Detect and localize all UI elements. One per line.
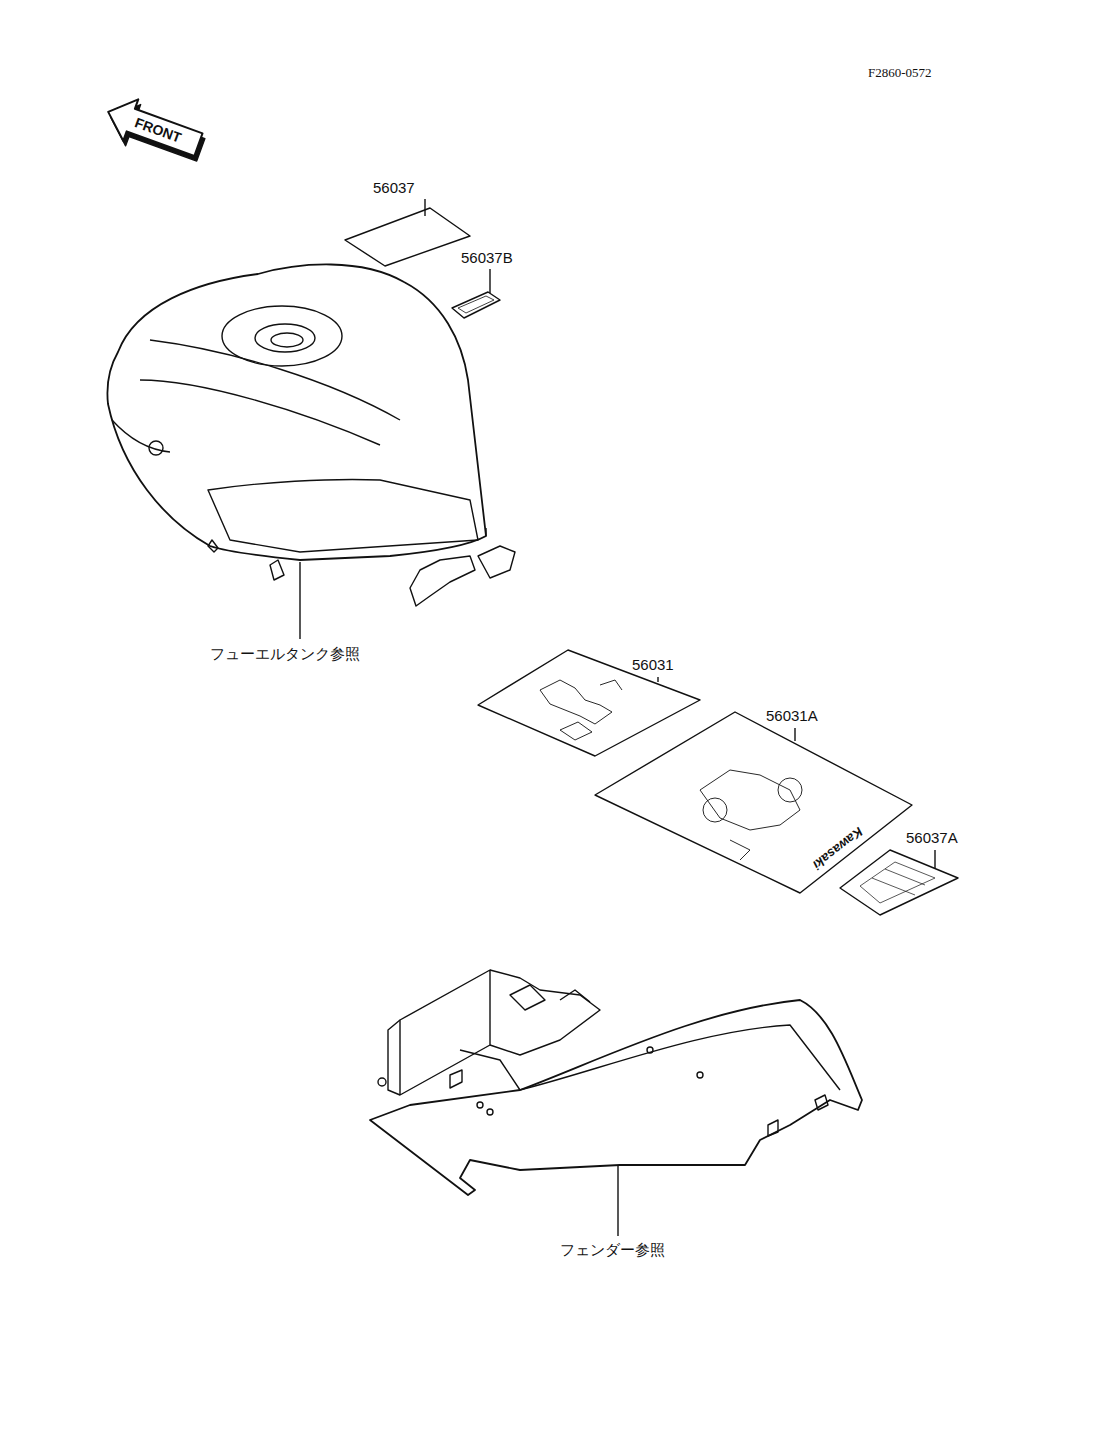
callout-number: 56037: [373, 179, 415, 197]
leader-line: [489, 269, 490, 293]
decal-print: [860, 862, 935, 903]
leader-line: [299, 562, 300, 639]
front-arrow: [99, 91, 209, 170]
leader-line: [424, 199, 425, 216]
leader-line: [617, 1166, 618, 1236]
fuel-tank: [107, 264, 515, 606]
callout-number: 56031: [632, 656, 674, 674]
decal-print: [540, 680, 622, 740]
reference-note: フェンダー参照: [560, 1241, 665, 1259]
rear-fender: [370, 970, 862, 1195]
decal: [345, 208, 470, 266]
leader-line: [934, 850, 935, 868]
callout-number: 56037B: [461, 249, 513, 267]
decal: [595, 712, 912, 893]
decal: [840, 850, 958, 915]
leader-line: [657, 677, 658, 682]
callout-number: 56037A: [906, 829, 958, 847]
decal: [458, 296, 494, 313]
reference-note: フューエルタンク参照: [210, 645, 360, 663]
decal-print: [700, 770, 802, 860]
callout-number: 56031A: [766, 707, 818, 725]
leader-line: [794, 728, 795, 741]
decal: [478, 650, 700, 756]
decal: [452, 292, 500, 318]
drawing-number: F2860-0572: [868, 64, 932, 82]
